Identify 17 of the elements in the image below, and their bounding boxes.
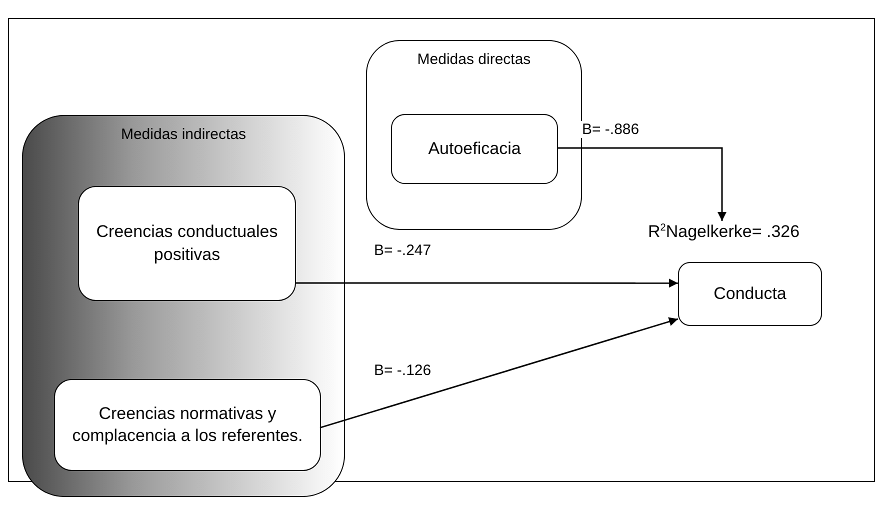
edge-label: B= -.886: [580, 121, 642, 138]
box-label: Creencias normativas y complacencia a los referentes.: [71, 402, 304, 447]
box-label: Conducta: [714, 282, 786, 305]
fit-statistic: R$^{2}$Nagelkerke= .326: [648, 222, 800, 242]
arrow: [557, 147, 726, 221]
process-box: [78, 186, 296, 301]
box-label: Creencias conductuales positivas: [95, 221, 279, 266]
arrow: [295, 278, 678, 288]
process-box: [678, 262, 822, 326]
group-title: Medidas indirectas: [120, 126, 248, 143]
arrow: [320, 317, 678, 428]
group-title: Medidas directas: [416, 51, 532, 68]
process-box: [391, 114, 558, 184]
group-panel: [366, 40, 582, 230]
box-label: Autoeficacia: [428, 138, 521, 160]
group-panel: [22, 115, 345, 497]
process-box: [54, 379, 321, 471]
